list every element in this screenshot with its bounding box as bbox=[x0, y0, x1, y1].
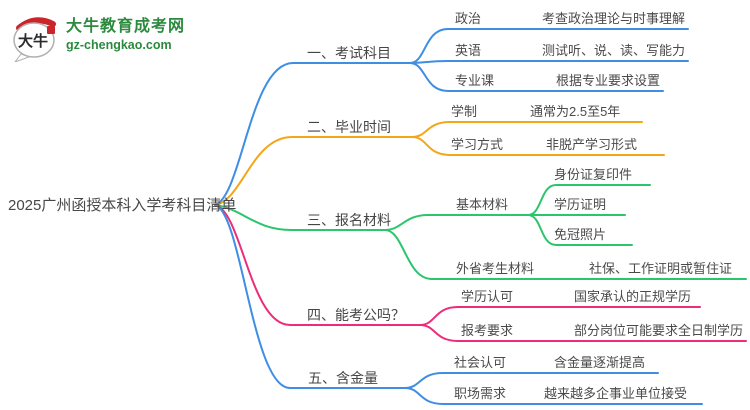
connector-root-branch3 bbox=[214, 204, 386, 231]
site-logo: 大牛 大牛教育成考网 gz-chengkao.com bbox=[10, 12, 185, 62]
connector-root-branch2 bbox=[214, 136, 413, 206]
branch-application-materials: 三、报名材料 bbox=[307, 212, 391, 228]
connector-branch2-duration bbox=[411, 121, 643, 138]
subnode-workplace-demand: 职场需求 bbox=[454, 386, 507, 401]
subnode-social-recognition: 社会认可 bbox=[454, 355, 507, 370]
leaf-id-copy: 身份证复印件 bbox=[554, 167, 633, 182]
subnode-degree-recognition: 学历认可 bbox=[461, 289, 514, 304]
connector-branch1-major bbox=[409, 62, 664, 92]
leaf-requirement-detail: 部分岗位可能要求全日制学历 bbox=[574, 323, 744, 338]
subnode-basic-materials: 基本材料 bbox=[456, 197, 509, 212]
branch1-connectors bbox=[214, 28, 689, 206]
subnode-politics: 政治 bbox=[455, 11, 482, 26]
leaf-nonlocal-detail: 社保、工作证明或暂住证 bbox=[589, 261, 733, 276]
leaf-politics-detail: 考查政治理论与时事理解 bbox=[542, 11, 686, 26]
connector-root-branch1 bbox=[214, 62, 411, 206]
connector-branch3-basic bbox=[384, 214, 529, 231]
branch-exam-subjects: 一、考试科目 bbox=[307, 45, 391, 61]
leaf-study-mode-detail: 非脱产学习形式 bbox=[546, 137, 638, 152]
leaf-photo: 免冠照片 bbox=[554, 227, 607, 242]
subnode-major-course: 专业课 bbox=[455, 73, 495, 88]
branch4-connectors bbox=[214, 204, 747, 342]
logo-icon-text: 大牛 bbox=[18, 32, 48, 50]
leaf-major-detail: 根据专业要求设置 bbox=[556, 73, 661, 88]
leaf-english-detail: 测试听、说、读、写能力 bbox=[542, 43, 686, 58]
subnode-duration: 学制 bbox=[451, 104, 478, 119]
connector-branch2-mode bbox=[411, 136, 665, 156]
branch2-connectors bbox=[214, 121, 665, 206]
branch3-connectors bbox=[214, 184, 747, 280]
subnode-apply-requirement: 报考要求 bbox=[461, 323, 514, 338]
branch-civil-service: 四、能考公吗？ bbox=[307, 307, 405, 323]
branch-value: 五、含金量 bbox=[308, 370, 378, 386]
subnode-english: 英语 bbox=[455, 43, 482, 58]
logo-bubble-tail bbox=[14, 53, 31, 62]
leaf-diploma-proof: 学历证明 bbox=[554, 197, 607, 212]
leaf-duration-detail: 通常为2.5至5年 bbox=[530, 104, 621, 119]
connector-branch5-workplace bbox=[404, 387, 703, 405]
site-url: gz-chengkao.com bbox=[66, 38, 172, 52]
branch-graduation-time: 二、毕业时间 bbox=[307, 119, 391, 135]
site-name: 大牛教育成考网 bbox=[66, 18, 186, 35]
leaf-workplace-detail: 越来越多企事业单位接受 bbox=[544, 386, 688, 401]
leaf-social-detail: 含金量逐渐提高 bbox=[554, 355, 646, 370]
logo-seal bbox=[47, 26, 55, 34]
logo-text-block: 大牛教育成考网 gz-chengkao.com bbox=[66, 12, 185, 53]
connector-root-branch4 bbox=[214, 204, 421, 326]
subnode-nonlocal-materials: 外省考生材料 bbox=[456, 261, 535, 276]
connector-branch4-recognition bbox=[419, 306, 701, 326]
logo-speech-bubble bbox=[13, 22, 55, 58]
root-topic: 2025广州函授本科入学考科目清单 bbox=[8, 197, 237, 214]
branch5-connectors bbox=[214, 204, 703, 405]
connector-branch3-nonlocal bbox=[384, 229, 747, 280]
connector-root-branch5 bbox=[214, 204, 406, 389]
connector-branch1-english bbox=[409, 60, 689, 64]
connector-branch4-requirement bbox=[419, 324, 747, 342]
subnode-study-mode: 学习方式 bbox=[451, 137, 504, 152]
connector-basic-idcard bbox=[527, 184, 651, 216]
connector-branch1-politics bbox=[409, 28, 689, 64]
logo-bull-icon: 大牛 bbox=[13, 17, 56, 62]
leaf-recognition-detail: 国家承认的正规学历 bbox=[574, 289, 692, 304]
connector-basic-photo bbox=[527, 214, 633, 246]
